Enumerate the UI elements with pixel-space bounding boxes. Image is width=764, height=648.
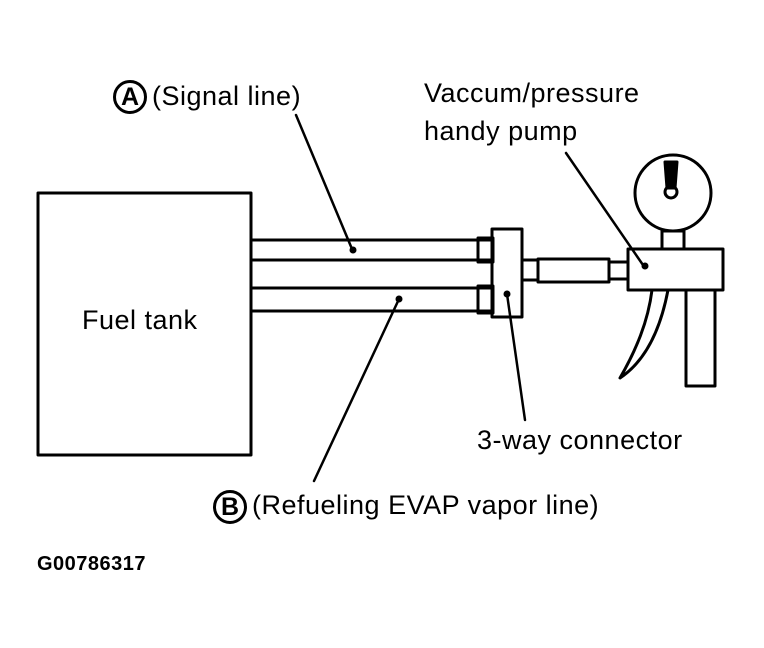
- figure-id: G00786317: [37, 553, 147, 575]
- pump-label-line2: handy pump: [424, 116, 578, 146]
- leader-pump: [564, 151, 645, 267]
- pump-label-line1: Vaccum/pressure: [424, 78, 640, 108]
- connector-label: 3-way connector: [477, 425, 683, 455]
- leader-connector: [505, 292, 527, 422]
- vapor-line-label: (Refueling EVAP vapor line): [252, 490, 600, 520]
- fuel-tank-label: Fuel tank: [82, 305, 198, 335]
- pump-hose-fitting: [607, 260, 630, 281]
- marker-a-badge: A: [113, 80, 147, 114]
- pump-body: [626, 247, 725, 292]
- gauge-pivot: [663, 184, 679, 200]
- three-way-connector: [490, 227, 524, 319]
- leader-vapor-line: [312, 297, 401, 483]
- fuel-tank-box: [36, 191, 253, 457]
- gauge-needle: [663, 160, 679, 190]
- leader-dot-pump: [641, 262, 649, 270]
- pump-handle: [684, 288, 717, 388]
- signal-line-label: (Signal line): [152, 81, 302, 111]
- pump-hose: [536, 257, 611, 284]
- leader-dot-signal: [349, 246, 357, 254]
- leader-signal-line: [294, 113, 354, 251]
- leader-dot-vapor: [395, 295, 403, 303]
- gauge-stem: [660, 229, 686, 251]
- pressure-gauge: [633, 153, 713, 233]
- connector-outlet: [520, 258, 540, 282]
- leader-dot-connector: [503, 290, 511, 298]
- signal-line-hose: [249, 238, 494, 262]
- vapor-line-hose: [249, 286, 494, 313]
- pump-trigger: [618, 288, 670, 380]
- marker-b-badge: B: [213, 490, 247, 524]
